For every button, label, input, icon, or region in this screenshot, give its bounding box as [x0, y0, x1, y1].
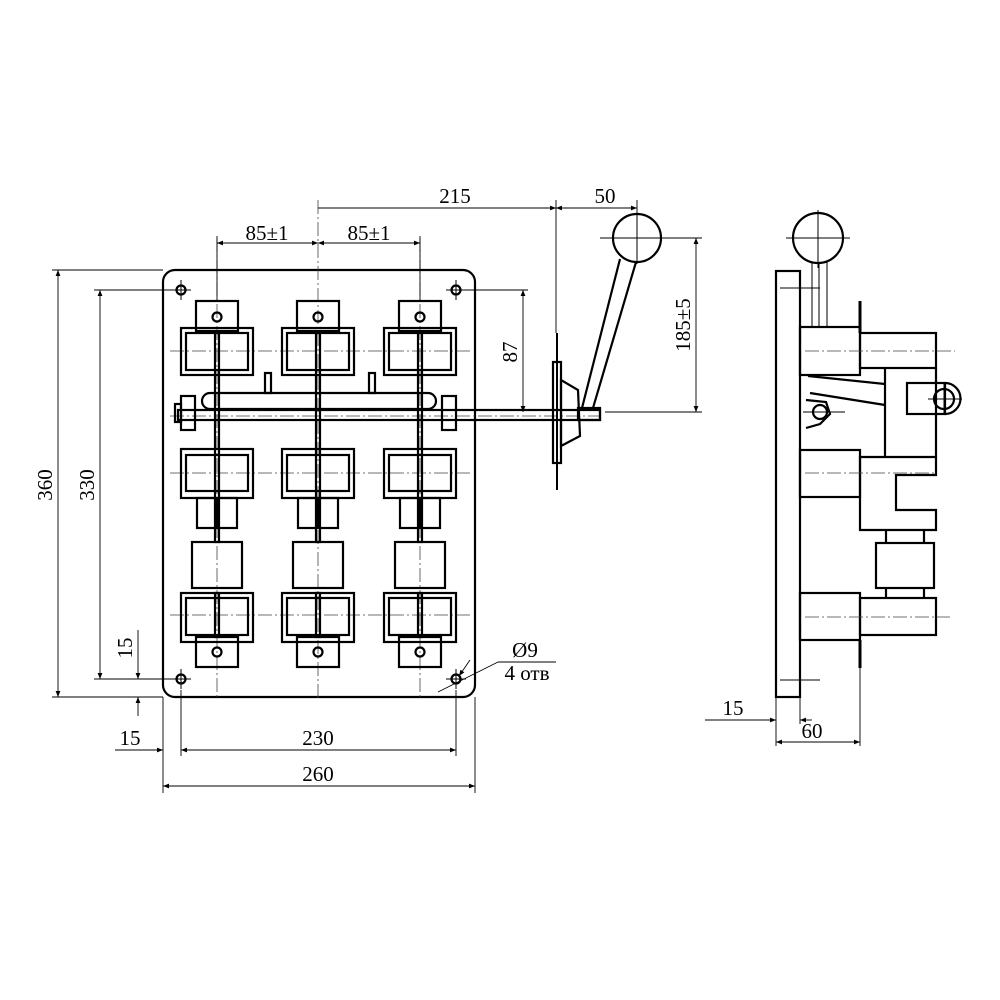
- switch-poles: [179, 299, 458, 669]
- dim-215: 215: [439, 184, 471, 208]
- dim-15-horizontal: 15: [120, 726, 141, 750]
- front-view: [161, 200, 672, 700]
- dim-87: 87: [498, 342, 522, 363]
- dimensions: 215 50 85±1 85±1 185±5 87 360 330 15 15 …: [33, 184, 861, 793]
- right-nut: [440, 394, 458, 432]
- left-nut: [179, 394, 197, 432]
- operating-shaft: [173, 371, 602, 432]
- dim-330: 330: [75, 469, 99, 501]
- side-view: [774, 210, 962, 699]
- base-plate: [161, 268, 477, 699]
- pole-2: [280, 299, 356, 669]
- dim-85-right: 85±1: [347, 221, 390, 245]
- dim-230: 230: [302, 726, 334, 750]
- dim-260: 260: [302, 762, 334, 786]
- knife-blade: [314, 331, 322, 544]
- knife-blade: [416, 331, 424, 544]
- dim-side-15: 15: [723, 696, 744, 720]
- dim-15-vertical: 15: [113, 638, 137, 659]
- dim-185: 185±5: [671, 298, 695, 352]
- side-plate: [774, 269, 802, 699]
- dim-50: 50: [595, 184, 616, 208]
- pole-1: [179, 299, 255, 669]
- pole-3: [382, 299, 458, 669]
- dim-hole-diameter: Ø9: [512, 638, 538, 662]
- dim-85-left: 85±1: [245, 221, 288, 245]
- dim-side-60: 60: [802, 719, 823, 743]
- lever-handle: [551, 212, 672, 490]
- dim-360: 360: [33, 469, 57, 501]
- knife-blade: [213, 331, 221, 544]
- dim-hole-count: 4 отв: [504, 661, 549, 685]
